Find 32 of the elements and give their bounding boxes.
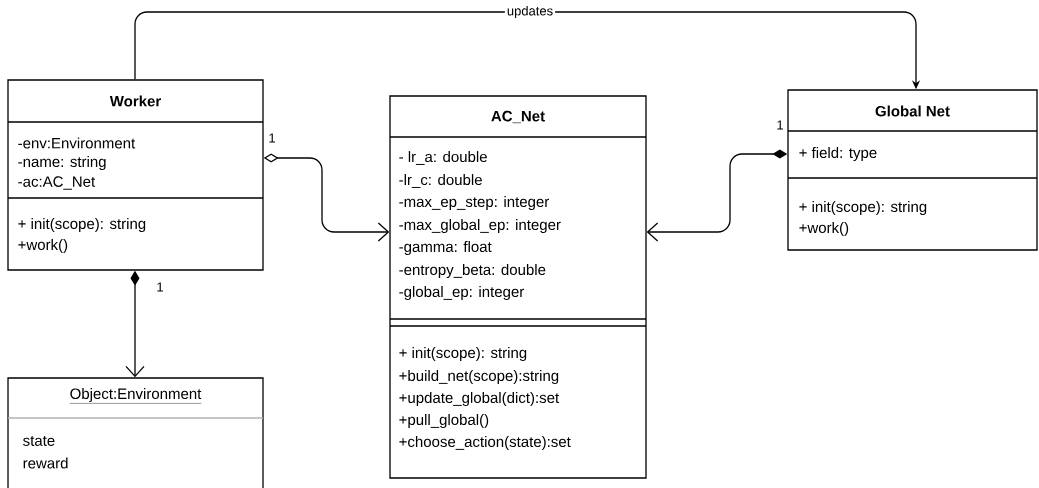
class-name: Object:Environment <box>69 388 202 404</box>
class-box <box>7 377 264 488</box>
member-text: +choose_action(state):set <box>399 436 571 450</box>
member-text: - lr_a: double <box>399 151 487 165</box>
class-box <box>787 89 1038 251</box>
member-text: +build_net(scope):string <box>399 370 559 384</box>
member-text: -gamma: float <box>399 241 492 255</box>
member-text: -lr_c: double <box>399 174 482 188</box>
member-text: +update_global(dict):set <box>399 392 560 406</box>
member-text: -max_global_ep: integer <box>399 219 561 233</box>
member-text: +work() <box>18 239 68 253</box>
member-text: +work() <box>799 222 849 236</box>
member-text: state <box>23 436 55 446</box>
member-text: -global_ep: integer <box>399 286 524 300</box>
member-text: + init(scope): string <box>18 218 146 232</box>
member-text: reward <box>23 457 68 469</box>
member-text: -ac:AC_Net <box>18 176 96 190</box>
class-box <box>7 79 264 271</box>
member-text: -entropy_beta: double <box>399 264 546 278</box>
multiplicity-label: 1 <box>157 282 163 292</box>
class-name: Global Net <box>875 105 950 117</box>
class-box <box>389 95 647 479</box>
member-text: -name: string <box>18 156 106 170</box>
member-text: -max_ep_step: integer <box>399 196 549 210</box>
member-text: + init(scope): string <box>399 347 527 361</box>
class-name: Worker <box>109 95 161 107</box>
class-name: AC_Net <box>491 110 545 124</box>
member-text: +pull_global() <box>399 414 489 428</box>
member-text: + init(scope): string <box>799 201 927 215</box>
member-text: + field: type <box>799 147 877 161</box>
edge-label: updates <box>504 3 556 21</box>
member-text: -env:Environment <box>18 137 136 149</box>
